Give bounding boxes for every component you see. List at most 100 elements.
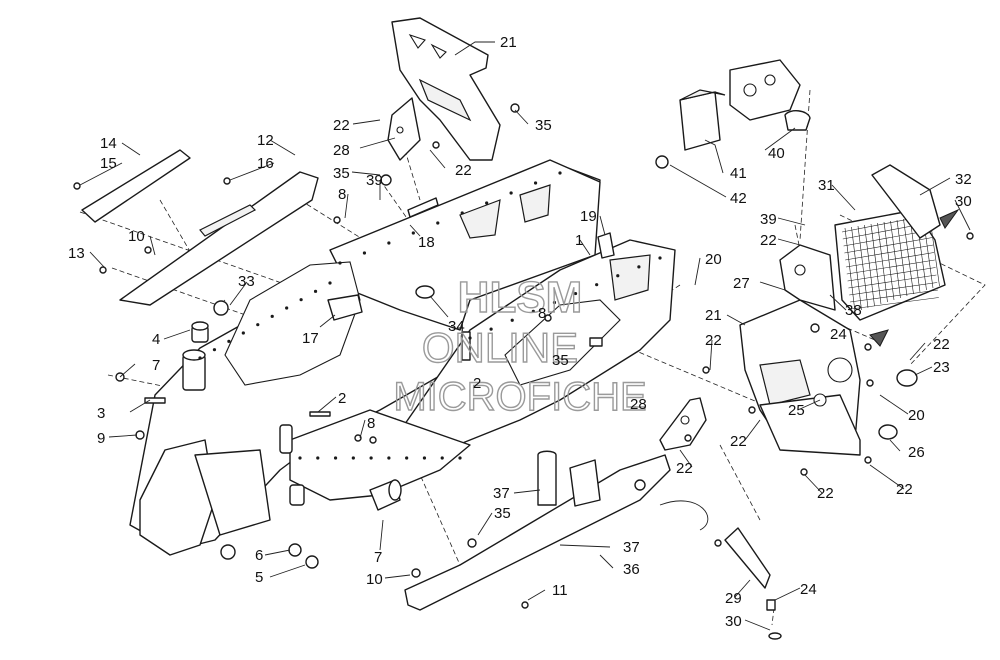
mesh-line [909, 217, 921, 293]
callout-38: 38 [845, 302, 862, 319]
rivet-dot [510, 318, 514, 322]
rivet-dot [458, 456, 462, 460]
rivet-dot [198, 356, 202, 360]
callout-22: 22 [333, 117, 350, 134]
callout-27: 27 [733, 275, 750, 292]
rivet-dot [369, 456, 373, 460]
rivet-dot [595, 283, 599, 287]
callout-15: 15 [100, 155, 117, 172]
mesh-line [877, 222, 888, 303]
mesh-line [857, 225, 869, 309]
right-side-panel [702, 244, 918, 476]
mesh-line [851, 226, 862, 311]
rivet-dot [468, 336, 472, 340]
callout-8: 8 [338, 186, 346, 203]
callout-4: 4 [152, 331, 160, 348]
callout-21: 21 [500, 34, 517, 51]
rivet-dot [316, 456, 320, 460]
heat-exchanger-screen [834, 164, 974, 321]
callout-20: 20 [908, 407, 925, 424]
callout-35: 35 [552, 352, 569, 369]
callout-39: 39 [760, 211, 777, 228]
callout-12: 12 [257, 132, 274, 149]
mesh-line [845, 252, 935, 268]
upper-bracket [387, 17, 520, 161]
callout-2: 2 [473, 375, 481, 392]
callout-22: 22 [705, 332, 722, 349]
rivet-dot [531, 309, 535, 313]
callout-28: 28 [333, 142, 350, 159]
rivet-dot [227, 339, 231, 343]
rivet-dot [338, 261, 342, 265]
rivet-dot [658, 256, 662, 260]
rivet-dot [533, 181, 538, 185]
callout-14: 14 [100, 135, 117, 152]
rivet-dot [552, 300, 557, 305]
callout-35: 35 [535, 117, 552, 134]
rivet-dot [333, 456, 338, 460]
rivet-dot [485, 201, 489, 205]
callout-33: 33 [238, 273, 255, 290]
mesh-line [844, 237, 933, 254]
callout-5: 5 [255, 569, 263, 586]
callout-22: 22 [676, 460, 693, 477]
rivet-dot [241, 331, 245, 335]
callout-37: 37 [493, 485, 510, 502]
callout-22: 22 [896, 481, 913, 498]
callout-1: 1 [575, 232, 583, 249]
callout-7: 7 [374, 549, 382, 566]
mesh-line [890, 220, 901, 299]
mesh-line [848, 274, 937, 289]
callout-11: 11 [552, 582, 568, 599]
rivet-dot [362, 251, 367, 255]
callout-22: 22 [730, 433, 747, 450]
guard-plate [714, 527, 782, 640]
rivet-dot [460, 211, 464, 215]
callout-34: 34 [448, 318, 465, 335]
rivet-dot [422, 456, 427, 460]
callout-36: 36 [623, 561, 640, 578]
rivet-dot [212, 348, 217, 352]
callout-35: 35 [333, 165, 350, 182]
watermark-line-2: ONLINE [422, 324, 578, 371]
callout-39: 39 [366, 172, 383, 189]
callout-25: 25 [788, 402, 805, 419]
chassis-rivets [198, 171, 662, 460]
watermark: HLSM ONLINE MICROFICHE [393, 272, 648, 419]
mesh-line [883, 221, 895, 301]
callout-13: 13 [68, 245, 85, 262]
callout-21: 21 [705, 307, 722, 324]
callout-18: 18 [418, 234, 435, 251]
rivet-dot [509, 191, 513, 195]
callout-20: 20 [705, 251, 722, 268]
callout-2: 2 [338, 390, 346, 407]
callout-31: 31 [818, 177, 835, 194]
callout-8: 8 [367, 415, 375, 432]
mesh-line [844, 227, 856, 313]
running-board [404, 450, 709, 611]
rivet-dot [299, 298, 303, 302]
callout-22: 22 [817, 485, 834, 502]
tube-left [73, 149, 319, 306]
rivet-dot [616, 274, 620, 278]
callout-10: 10 [128, 228, 145, 245]
callout-30: 30 [725, 613, 742, 630]
callout-26: 26 [908, 444, 925, 461]
rivet-dot [489, 327, 493, 331]
callout-17: 17 [302, 330, 319, 347]
callout-24: 24 [830, 326, 847, 343]
callout-6: 6 [255, 547, 263, 564]
rivet-dot [637, 265, 641, 269]
callout-42: 42 [730, 190, 747, 207]
callout-16: 16 [257, 155, 274, 172]
callout-41: 41 [730, 165, 747, 182]
callout-37: 37 [623, 539, 640, 556]
rivet-dot [436, 221, 440, 225]
callout-22: 22 [760, 232, 777, 249]
rivet-dot [256, 323, 260, 327]
main-chassis [115, 159, 676, 569]
mesh-line [850, 297, 939, 310]
mesh-line [864, 224, 875, 307]
callout-29: 29 [725, 590, 742, 607]
